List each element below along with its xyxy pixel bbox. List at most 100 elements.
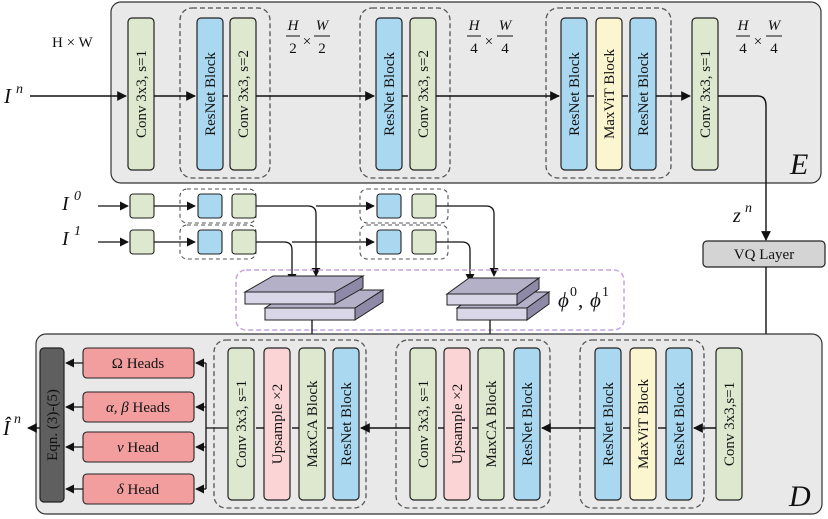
svg-text:ResNet Block: ResNet Block	[672, 382, 688, 466]
svg-text:2: 2	[318, 41, 326, 57]
svg-text:ResNet Block: ResNet Block	[203, 52, 219, 136]
svg-text:MaxViT Block: MaxViT Block	[636, 378, 652, 469]
resolution-quarter-label-1: H 4 × W 4	[467, 18, 513, 57]
vq-layer-box: VQ Layer	[702, 240, 826, 268]
svg-text:W: W	[768, 18, 782, 34]
svg-text:Conv 3x3,s=1: Conv 3x3,s=1	[722, 382, 738, 466]
aux-input-1-label: I 1	[61, 224, 81, 250]
dec-conv-s1-block-in: Conv 3x3,s=1	[715, 347, 743, 501]
svg-text:W: W	[316, 18, 330, 34]
enc-conv-s2-block-1: Conv 3x3, s=2	[229, 17, 257, 171]
svg-text:4: 4	[770, 41, 778, 57]
head-omega: Ω Heads	[82, 347, 195, 379]
svg-text:v Head: v Head	[117, 440, 160, 456]
svg-text:α, β Heads: α, β Heads	[106, 400, 170, 416]
enc-conv-s2-block-2: Conv 3x3, s=2	[409, 17, 437, 171]
svg-text:4: 4	[739, 41, 747, 57]
svg-text:Upsample ×2: Upsample ×2	[270, 384, 286, 465]
svg-text:n: n	[14, 412, 21, 427]
dec-resnet-block-2: ResNet Block	[513, 347, 541, 501]
svg-text:I: I	[61, 228, 70, 250]
svg-text:I: I	[3, 84, 12, 108]
head-delta: δ Head	[82, 473, 195, 505]
encoder-group-2	[359, 7, 451, 179]
svg-text:Conv 3x3, s=1: Conv 3x3, s=1	[234, 380, 250, 468]
svg-text:Conv 3x3, s=2: Conv 3x3, s=2	[416, 50, 432, 138]
aux-stream-1	[98, 224, 475, 283]
decoder-panel: Conv 3x3, s=1 Upsample ×2 MaxCA Block Re…	[35, 333, 823, 515]
decoder-group-3	[579, 339, 705, 509]
enc-resnet-block-1: ResNet Block	[196, 17, 224, 171]
svg-text:W: W	[499, 18, 513, 34]
encoder-group-1	[179, 7, 271, 179]
svg-text:δ Head: δ Head	[117, 482, 160, 498]
head-alpha-beta: α, β Heads	[82, 391, 195, 423]
resolution-half-label: H 2 × W 2	[286, 18, 330, 57]
svg-text:n: n	[745, 201, 752, 216]
svg-text:ResNet Block: ResNet Block	[520, 382, 536, 466]
svg-text:Conv 3x3, s=2: Conv 3x3, s=2	[236, 50, 252, 138]
resolution-full-label: H × W	[52, 35, 94, 51]
enc-conv-s1-block-out: Conv 3x3, s=1	[691, 17, 719, 171]
svg-text:MaxCA Block: MaxCA Block	[484, 380, 500, 468]
encoder-letter: E	[789, 148, 808, 181]
svg-text:H: H	[468, 18, 481, 34]
svg-text:n: n	[16, 82, 23, 97]
dec-maxca-block-1: MaxCA Block	[298, 347, 326, 501]
svg-text:z: z	[732, 205, 741, 227]
svg-text:Î: Î	[2, 416, 12, 440]
svg-text:Conv 3x3, s=1: Conv 3x3, s=1	[416, 380, 432, 468]
svg-text:ResNet Block: ResNet Block	[601, 382, 617, 466]
output-label: Î n	[2, 412, 21, 440]
dec-resnet-block-4: ResNet Block	[665, 347, 693, 501]
svg-text:1: 1	[74, 224, 81, 239]
dec-resnet-block-1: ResNet Block	[332, 347, 360, 501]
encoder-group-3	[545, 7, 672, 179]
svg-text:MaxViT Block: MaxViT Block	[602, 48, 618, 139]
dec-maxca-block-2: MaxCA Block	[477, 347, 505, 501]
svg-text:H: H	[287, 18, 300, 34]
svg-text:Upsample ×2: Upsample ×2	[450, 384, 466, 465]
svg-text:1: 1	[602, 285, 609, 300]
svg-text:4: 4	[501, 41, 509, 57]
svg-text:0: 0	[74, 189, 81, 204]
svg-text:Conv 3x3, s=1: Conv 3x3, s=1	[134, 50, 150, 138]
resolution-quarter-label-2: H 4 × W 4	[736, 18, 782, 57]
svg-text:I: I	[61, 193, 70, 215]
svg-text:,: ,	[578, 288, 583, 312]
svg-text:4: 4	[470, 41, 478, 57]
svg-text:Ω Heads: Ω Heads	[112, 356, 165, 372]
svg-text:ResNet Block: ResNet Block	[567, 52, 583, 136]
svg-text:0: 0	[570, 285, 577, 300]
dec-upsample-block-1: Upsample ×2	[263, 347, 291, 501]
dec-conv-s1-block-1: Conv 3x3, s=1	[227, 347, 255, 501]
aux-input-0-label: I 0	[61, 189, 81, 215]
encoder-panel: Conv 3x3, s=1 ResNet Block Conv 3x3, s=2…	[52, 1, 822, 184]
svg-text:MaxCA Block: MaxCA Block	[305, 380, 321, 468]
enc-resnet-block-2: ResNet Block	[375, 17, 403, 171]
svg-text:ϕ: ϕ	[558, 288, 569, 312]
decoder-letter: D	[788, 480, 811, 513]
head-v: v Head	[82, 431, 195, 463]
enc-maxvit-block: MaxViT Block	[595, 17, 623, 171]
eqn-block: Eqn. (3)-(5)	[39, 347, 65, 503]
svg-text:Eqn. (3)-(5): Eqn. (3)-(5)	[45, 389, 61, 461]
dec-conv-s1-block-2: Conv 3x3, s=1	[409, 347, 437, 501]
svg-text:2: 2	[289, 41, 297, 57]
phi-label: ϕ 0 , ϕ 1	[558, 285, 609, 312]
phi-stack-right	[445, 277, 551, 321]
svg-text:ResNet Block: ResNet Block	[636, 52, 652, 136]
enc-resnet-block-4: ResNet Block	[629, 17, 657, 171]
svg-text:Conv 3x3, s=1: Conv 3x3, s=1	[698, 50, 714, 138]
svg-text:ResNet Block: ResNet Block	[339, 382, 355, 466]
svg-text:ResNet Block: ResNet Block	[382, 52, 398, 136]
svg-text:VQ Layer: VQ Layer	[734, 247, 794, 263]
phi-feature-region: ϕ 0 , ϕ 1	[235, 269, 625, 331]
dec-maxvit-block: MaxViT Block	[629, 347, 657, 501]
dec-resnet-block-3: ResNet Block	[594, 347, 622, 501]
input-label: I n	[3, 82, 23, 108]
svg-text:ϕ: ϕ	[590, 288, 601, 312]
svg-text:H: H	[737, 18, 750, 34]
dec-upsample-block-2: Upsample ×2	[443, 347, 471, 501]
